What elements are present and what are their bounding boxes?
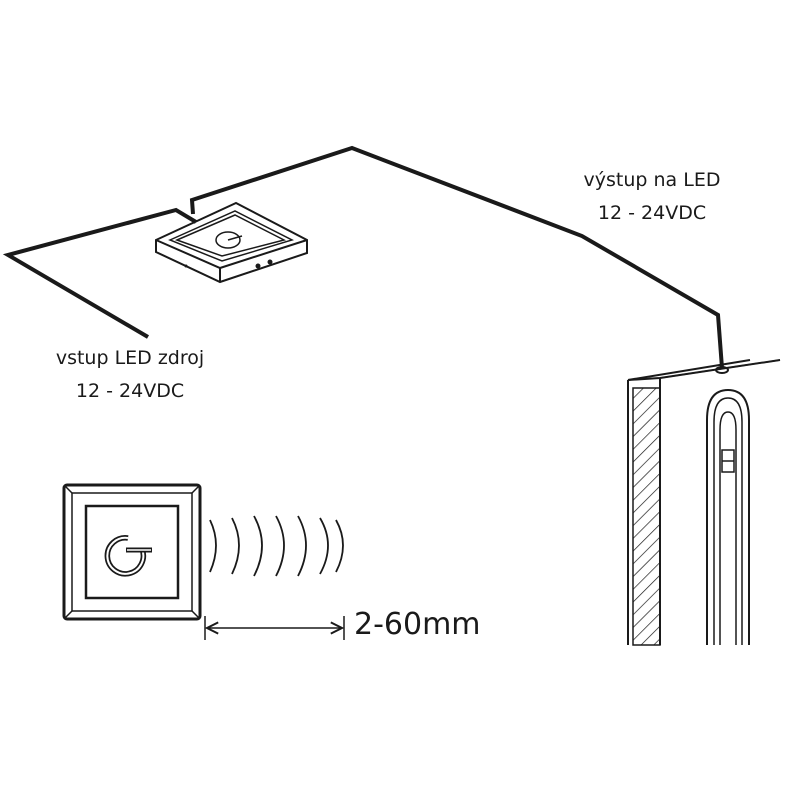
led-port-3 <box>184 264 188 268</box>
input-label-line1: vstup LED zdroj <box>56 347 204 369</box>
power-icon <box>215 231 243 249</box>
output-wire <box>189 145 724 369</box>
power-icon <box>104 535 152 577</box>
input-wire <box>2 207 198 339</box>
distance-dimension <box>204 616 345 640</box>
cabinet-panel <box>627 359 781 646</box>
led-port-2 <box>267 259 273 265</box>
cable-entry <box>715 366 729 374</box>
signal-waves <box>209 515 344 577</box>
output-label-line1: výstup na LED <box>584 169 721 191</box>
led-port-1 <box>255 263 261 269</box>
led-profile <box>706 388 750 645</box>
input-label-line2: 12 - 24VDC <box>76 380 184 402</box>
sensor-front-view <box>62 483 202 621</box>
distance-label: 2-60mm <box>354 607 481 642</box>
output-label-line2: 12 - 24VDC <box>598 202 706 224</box>
sensor-module <box>155 201 308 284</box>
